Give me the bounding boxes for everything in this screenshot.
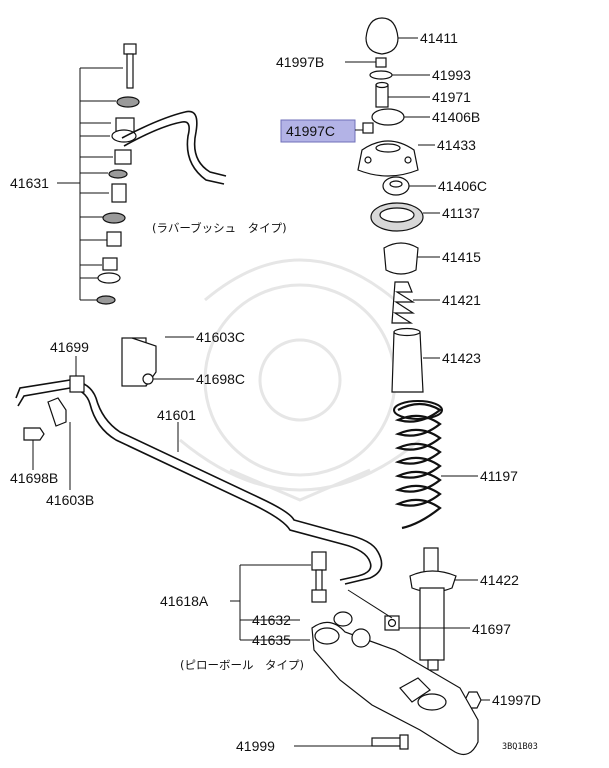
label-41433[interactable]: 41433 xyxy=(437,137,476,153)
label-41699[interactable]: 41699 xyxy=(50,339,89,355)
rubber-bush-stack xyxy=(57,43,227,305)
dust-boot-41423[interactable] xyxy=(391,331,424,393)
note-rubber-bush-type: (ラバーブッシュ タイプ) xyxy=(152,221,287,235)
label-41635[interactable]: 41635 xyxy=(252,632,291,648)
part-labels: 41411 41997B 41993 41971 41406B 41997C 4… xyxy=(10,30,541,754)
nut-41997C[interactable] xyxy=(362,122,374,134)
label-41698C[interactable]: 41698C xyxy=(196,371,245,387)
label-41603B[interactable]: 41603B xyxy=(46,492,94,508)
label-41137[interactable]: 41137 xyxy=(442,205,480,221)
label-41697[interactable]: 41697 xyxy=(472,621,511,637)
label-41411[interactable]: 41411 xyxy=(420,30,458,46)
label-41999[interactable]: 41999 xyxy=(236,738,275,754)
lower-control-arm xyxy=(311,621,479,755)
label-41603C[interactable]: 41603C xyxy=(196,329,245,345)
coil-spring-41197[interactable] xyxy=(393,400,443,530)
bump-rubber-41421[interactable] xyxy=(391,281,416,324)
strut-mount-41433[interactable] xyxy=(357,140,419,177)
damper-41422[interactable] xyxy=(409,547,457,671)
label-41997D[interactable]: 41997D xyxy=(492,692,541,708)
label-41631[interactable]: 41631 xyxy=(10,175,49,191)
label-41197[interactable]: 41197 xyxy=(480,468,518,484)
washer-41993[interactable] xyxy=(369,70,393,80)
bushing-41406B[interactable] xyxy=(371,108,405,126)
nut-41997B[interactable] xyxy=(375,57,387,68)
label-41423[interactable]: 41423 xyxy=(442,350,481,366)
bump-cap-41411[interactable] xyxy=(365,17,399,55)
label-41422[interactable]: 41422 xyxy=(480,572,519,588)
label-41993[interactable]: 41993 xyxy=(432,67,471,83)
catalog-code: 3BQ1B03 xyxy=(502,742,538,752)
highlight-41997C xyxy=(280,119,356,143)
label-41971[interactable]: 41971 xyxy=(432,89,471,105)
note-pillow-ball-type: (ピローボール タイプ) xyxy=(180,658,304,672)
bolt-41999[interactable] xyxy=(371,734,409,750)
watermark-emblem xyxy=(179,258,421,502)
label-41698B[interactable]: 41698B xyxy=(10,470,58,486)
label-41618A[interactable]: 41618A xyxy=(160,593,209,609)
collar-41971[interactable] xyxy=(375,84,389,108)
label-41406B[interactable]: 41406B xyxy=(432,109,480,125)
strut-assembly xyxy=(294,17,490,750)
label-41601[interactable]: 41601 xyxy=(157,407,196,423)
label-41421[interactable]: 41421 xyxy=(442,292,481,308)
label-41632[interactable]: 41632 xyxy=(252,612,291,628)
label-41997B[interactable]: 41997B xyxy=(276,54,324,70)
spring-seat-41415[interactable] xyxy=(383,242,419,275)
label-41997C[interactable]: 41997C xyxy=(286,123,335,139)
stabilizer-bar xyxy=(15,337,383,627)
label-41415[interactable]: 41415 xyxy=(442,249,481,265)
label-41406C[interactable]: 41406C xyxy=(438,178,487,194)
